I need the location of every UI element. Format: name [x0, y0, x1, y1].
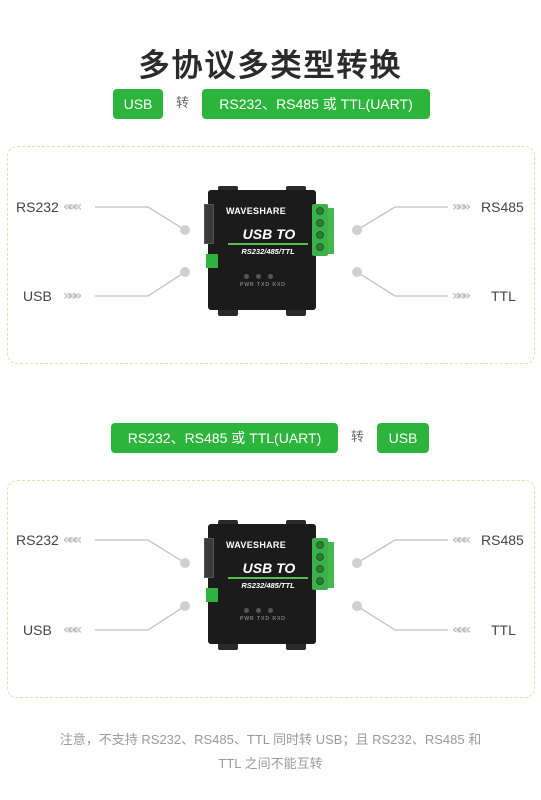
- footnote-line-1: 注意，不支持 RS232、RS485、TTL 同时转 USB；且 RS232、R…: [59, 732, 482, 747]
- page-title: 多协议多类型转换: [138, 48, 403, 84]
- convert-label: 转: [351, 430, 365, 445]
- badge-serial-target: RS232、RS485 或 TTL(UART): [202, 89, 430, 119]
- db9-port-icon: [204, 538, 214, 578]
- usb-port-icon: [206, 588, 218, 602]
- badge-usb-source: USB: [113, 89, 163, 119]
- label-usb: USB: [23, 622, 52, 638]
- chevron-right-icon: »»»: [452, 199, 471, 215]
- device-logo: WAVESHARE: [226, 540, 287, 550]
- label-ttl: TTL: [491, 622, 516, 638]
- device-label: USB TO: [242, 226, 296, 242]
- device-led-labels: PWR TXD RXD: [240, 282, 286, 288]
- chevron-left-icon: «««: [452, 532, 471, 548]
- terminal-block-icon: [312, 538, 328, 590]
- label-ttl: TTL: [491, 288, 516, 304]
- label-rs485: RS485: [481, 532, 524, 548]
- chevron-left-icon: «««: [452, 622, 471, 638]
- converter-device-image: WAVESHARE USB TO RS232/485/TTL PWR TXD R…: [204, 186, 334, 316]
- label-rs232: RS232: [16, 532, 59, 548]
- chevron-left-icon: «««: [63, 532, 82, 548]
- terminal-block-icon: [312, 204, 328, 256]
- device-led-labels: PWR TXD RXD: [240, 616, 286, 622]
- label-rs485: RS485: [481, 199, 524, 215]
- device-sublabel: RS232/485/TTL: [241, 581, 295, 590]
- label-usb: USB: [23, 288, 52, 304]
- chevron-left-icon: «««: [63, 622, 82, 638]
- db9-port-icon: [204, 204, 214, 244]
- label-rs232: RS232: [16, 199, 59, 215]
- chevron-right-icon: »»»: [452, 288, 471, 304]
- device-logo: WAVESHARE: [226, 206, 287, 216]
- chevron-right-icon: »»»: [63, 288, 82, 304]
- convert-label: 转: [176, 96, 190, 111]
- panel-usb-to-serial: [7, 146, 535, 364]
- badge-serial-source: RS232、RS485 或 TTL(UART): [111, 423, 338, 453]
- panel-serial-to-usb: [7, 480, 535, 698]
- device-label: USB TO: [242, 560, 296, 576]
- footnote-line-2: TTL 之间不能互转: [218, 756, 323, 771]
- converter-device-image: WAVESHARE USB TO RS232/485/TTL PWR TXD R…: [204, 520, 334, 650]
- device-sublabel: RS232/485/TTL: [241, 247, 295, 256]
- chevron-left-icon: «««: [63, 199, 82, 215]
- badge-usb-target: USB: [377, 423, 429, 453]
- usb-port-icon: [206, 254, 218, 268]
